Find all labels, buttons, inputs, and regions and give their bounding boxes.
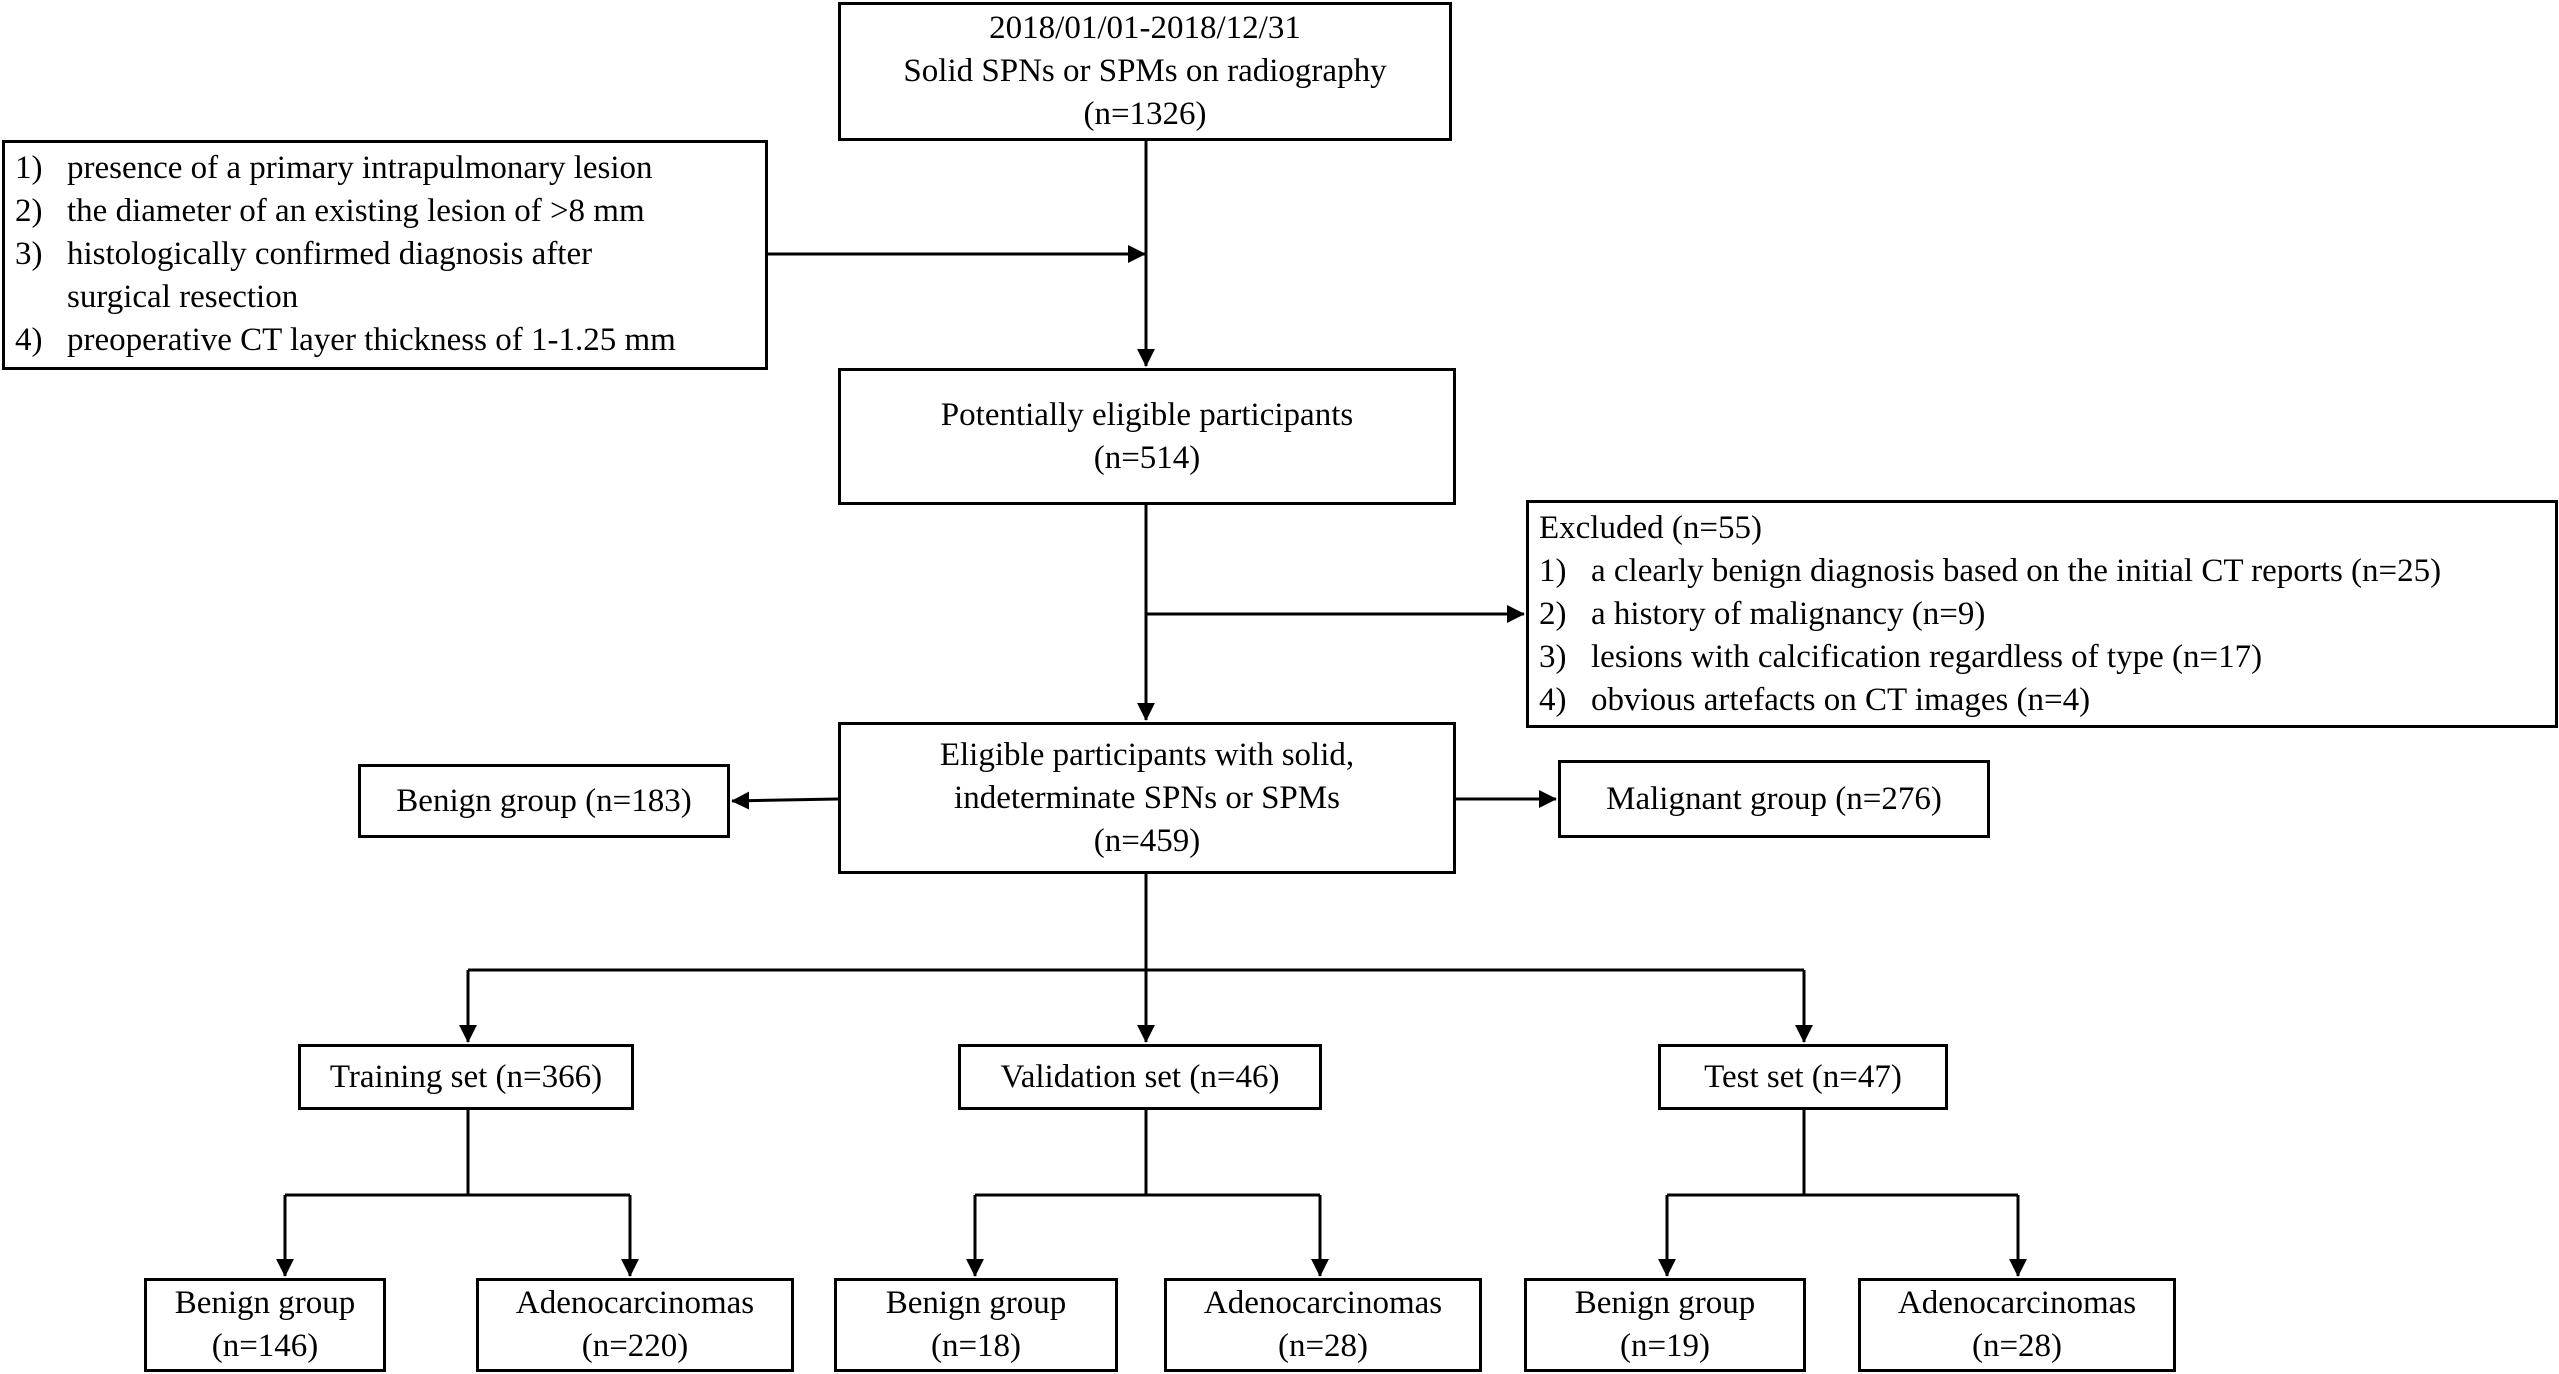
inclusion-item: 2) the diameter of an existing lesion of… [15,190,755,233]
inclusion-item-number: 3) [15,236,43,272]
excluded-item: 1) a clearly benign diagnosis based on t… [1539,550,2545,593]
eligible-line-1: Eligible participants with solid, [939,736,1355,773]
val-adeno-line-1: Adenocarcinomas [1203,1285,1443,1321]
inclusion-item-text: presence of a primary intrapulmonary les… [67,150,653,186]
validation-set-box: Validation set (n=46) [958,1044,1322,1110]
source-line-1: 2018/01/01-2018/12/31 [989,10,1301,46]
excluded-item: 3) lesions with calcification regardless… [1539,636,2545,679]
inclusion-item: 4) preoperative CT layer thickness of 1-… [15,319,755,362]
arrow-eligible-to-benign [731,791,839,810]
malignant-total-label: Malignant group (n=276) [1606,780,1942,817]
malignant-total-box: Malignant group (n=276) [1558,760,1990,838]
val-adeno-box: Adenocarcinomas (n=28) [1164,1278,1482,1372]
inclusion-item-text-line: histologically confirmed diagnosis after [67,236,593,272]
val-adeno-line-2: (n=28) [1277,1328,1369,1364]
test-benign-line-2: (n=19) [1619,1328,1711,1364]
train-benign-line-2: (n=146) [211,1328,319,1364]
inclusion-item-number: 1) [15,150,43,186]
benign-total-label: Benign group (n=183) [396,782,692,819]
excluded-item-text: a history of malignancy (n=9) [1591,596,1986,632]
source-box: 2018/01/01-2018/12/31 Solid SPNs or SPMs… [838,2,1452,141]
test-adeno-line-2: (n=28) [1971,1328,2063,1364]
eligible-box: Eligible participants with solid, indete… [838,722,1456,874]
test-benign-line-1: Benign group [1574,1285,1756,1321]
source-line-3: (n=1326) [1083,96,1207,132]
excluded-item: 4) obvious artefacts on CT images (n=4) [1539,679,2545,722]
inclusion-criteria-box: 1) presence of a primary intrapulmonary … [2,140,768,370]
train-adeno-line-2: (n=220) [581,1328,689,1364]
excluded-box: Excluded (n=55) 1) a clearly benign diag… [1526,500,2558,728]
potential-box: Potentially eligible participants (n=514… [838,368,1456,505]
test-set-label: Test set (n=47) [1704,1058,1902,1095]
inclusion-item-text: the diameter of an existing lesion of >8… [67,193,645,229]
potential-line-2: (n=514) [1093,439,1201,476]
train-benign-line-1: Benign group [174,1285,356,1321]
inclusion-item-number: 2) [15,193,43,229]
validation-set-label: Validation set (n=46) [1000,1058,1280,1095]
test-benign-box: Benign group (n=19) [1524,1278,1806,1372]
inclusion-item-text: histologically confirmed diagnosis after… [67,233,755,319]
inclusion-item-text-line: surgical resection [67,279,299,315]
excluded-item-number: 1) [1539,553,1567,589]
train-adeno-line-1: Adenocarcinomas [515,1285,755,1321]
excluded-item-number: 3) [1539,639,1567,675]
inclusion-item: 1) presence of a primary intrapulmonary … [15,147,755,190]
benign-total-box: Benign group (n=183) [358,764,730,838]
excluded-item: 2) a history of malignancy (n=9) [1539,593,2545,636]
excluded-heading: Excluded (n=55) [1539,510,1762,546]
excluded-item-number: 2) [1539,596,1567,632]
inclusion-item-number: 4) [15,322,43,358]
inclusion-item: 3) histologically confirmed diagnosis af… [15,233,755,319]
source-line-2: Solid SPNs or SPMs on radiography [903,53,1387,89]
train-benign-box: Benign group (n=146) [144,1278,386,1372]
inclusion-item-text: preoperative CT layer thickness of 1-1.2… [67,322,676,358]
training-set-label: Training set (n=366) [329,1058,603,1095]
training-set-box: Training set (n=366) [298,1044,634,1110]
val-benign-line-1: Benign group [885,1285,1067,1321]
val-benign-line-2: (n=18) [930,1328,1022,1364]
test-adeno-line-1: Adenocarcinomas [1897,1285,2137,1321]
excluded-item-number: 4) [1539,682,1567,718]
test-adeno-box: Adenocarcinomas (n=28) [1858,1278,2176,1372]
train-adeno-box: Adenocarcinomas (n=220) [476,1278,794,1372]
excluded-item-text: obvious artefacts on CT images (n=4) [1591,682,2091,718]
test-set-box: Test set (n=47) [1658,1044,1948,1110]
excluded-item-text: a clearly benign diagnosis based on the … [1591,553,2442,589]
eligible-line-3: (n=459) [1093,822,1201,859]
excluded-item-text: lesions with calcification regardless of… [1591,639,2263,675]
potential-line-1: Potentially eligible participants [940,396,1354,433]
val-benign-box: Benign group (n=18) [834,1278,1118,1372]
eligible-line-2: indeterminate SPNs or SPMs [954,779,1340,816]
